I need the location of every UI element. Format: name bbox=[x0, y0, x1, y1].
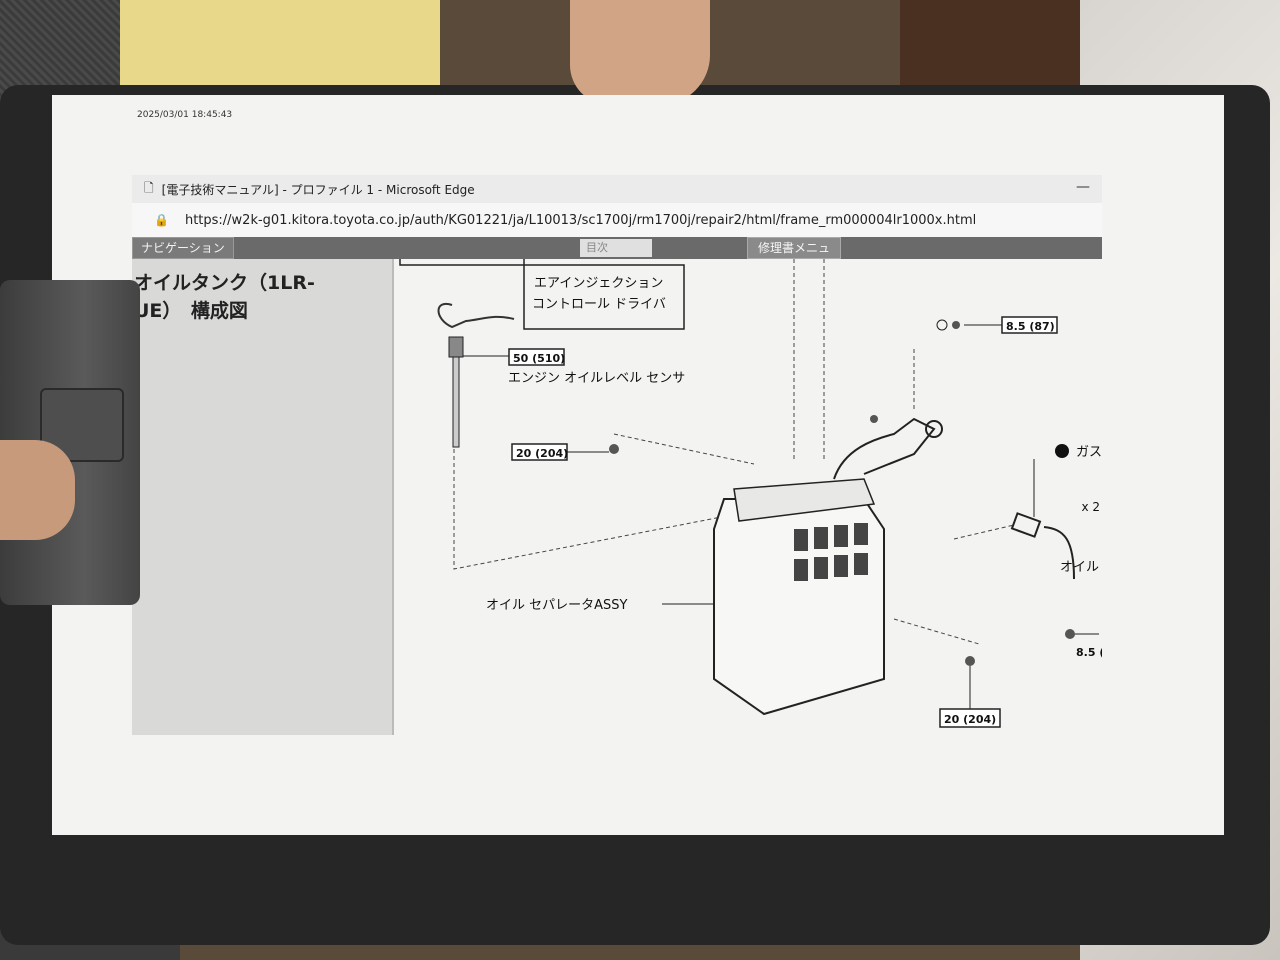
browser-window: 🗋 [電子技術マニュアル] - プロファイル 1 - Microsoft Edg… bbox=[132, 175, 1115, 735]
dash-line-7 bbox=[893, 618, 980, 645]
torque-box-t1 bbox=[508, 348, 565, 366]
label-oil-level-sensor: エンジン オイルレベル センサ bbox=[508, 371, 685, 386]
separator-pipe bbox=[833, 417, 936, 480]
torque-t3: 8.5 (87) bbox=[1006, 320, 1055, 333]
label-oil-pipe: オイル bbox=[1060, 560, 1099, 575]
label-control-driver: コントロール ドライバ bbox=[532, 297, 666, 312]
printed-page: 2025/03/01 18:45:43 🗋 [電子技術マニュアル] - プロファ… bbox=[52, 95, 1224, 835]
torque-t2: 20 (204) bbox=[516, 447, 568, 460]
label-oil-separator: オイル セパレータASSY bbox=[486, 598, 628, 613]
dash-line-6 bbox=[953, 524, 1015, 540]
vent bbox=[814, 557, 828, 579]
vent bbox=[854, 553, 868, 575]
minimize-button[interactable]: — bbox=[1076, 179, 1090, 195]
bolt-t5 bbox=[965, 656, 975, 666]
torque-box-t5 bbox=[939, 708, 1001, 728]
gasket-marker-icon bbox=[1055, 444, 1069, 458]
gasket-part bbox=[1010, 512, 1042, 538]
label-x2: x 2 bbox=[1081, 500, 1100, 514]
title-bar: 🗋 [電子技術マニュアル] - プロファイル 1 - Microsoft Edg… bbox=[132, 175, 1102, 203]
driver-box bbox=[399, 259, 685, 330]
vent bbox=[794, 559, 808, 581]
print-timestamp: 2025/03/01 18:45:43 bbox=[137, 110, 233, 120]
separator-vents bbox=[794, 523, 868, 581]
url-text[interactable]: https://w2k-g01.kitora.toyota.co.jp/auth… bbox=[184, 212, 977, 228]
document-icon: 🗋 bbox=[144, 180, 154, 195]
navigation-sidebar: オイルタンク（1LR- UE） 構成図 bbox=[132, 259, 394, 735]
window-title: [電子技術マニュアル] - プロファイル 1 - Microsoft Edge bbox=[161, 182, 475, 197]
parts-diagram: エアインジェクション コントロール ドライバ 50 (510) エンジン オイル… bbox=[394, 259, 1115, 735]
oil-pipe-part bbox=[1043, 526, 1075, 580]
oil-separator-top bbox=[733, 478, 876, 522]
hand-top bbox=[570, 0, 710, 105]
bolt-t4 bbox=[1065, 629, 1075, 639]
dash-line-1 bbox=[613, 433, 755, 465]
frame-tabs-bar: ナビゲーション 目次 修理書メニュ bbox=[132, 237, 1102, 259]
pipe-fitting bbox=[925, 420, 943, 438]
bolt-t3 bbox=[952, 321, 960, 329]
thumb bbox=[0, 440, 75, 540]
sensor-connector bbox=[437, 302, 515, 329]
parts-diagram-svg: エアインジェクション コントロール ドライバ 50 (510) エンジン オイル… bbox=[399, 259, 1115, 728]
page-title-line1: オイルタンク（1LR- bbox=[134, 272, 315, 294]
washer-t3 bbox=[936, 319, 948, 331]
vent bbox=[854, 523, 868, 545]
dash-line-2 bbox=[453, 449, 815, 570]
vent bbox=[834, 525, 848, 547]
vent bbox=[834, 555, 848, 577]
page-title-line2: UE） 構成図 bbox=[134, 300, 248, 322]
torque-t5: 20 (204) bbox=[944, 713, 996, 726]
label-gasket: ガスケ bbox=[1076, 445, 1102, 460]
sensor-body bbox=[448, 336, 464, 358]
page-title: オイルタンク（1LR- UE） 構成図 bbox=[134, 269, 384, 325]
vent bbox=[794, 529, 808, 551]
torque-t1: 50 (510) bbox=[513, 352, 565, 365]
torque-t4: 8.5 ( bbox=[1076, 646, 1102, 659]
tab-repair-menu[interactable]: 修理書メニュ bbox=[747, 237, 842, 259]
tab-navigation[interactable]: ナビゲーション bbox=[132, 237, 234, 259]
pipe-bolt bbox=[870, 415, 878, 423]
label-air-injection: エアインジェクション bbox=[534, 276, 663, 291]
address-bar[interactable]: 🔒 https://w2k-g01.kitora.toyota.co.jp/au… bbox=[132, 203, 1102, 238]
bolt-t2 bbox=[609, 444, 619, 454]
vent bbox=[814, 527, 828, 549]
sensor-rod bbox=[452, 356, 460, 448]
tab-contents[interactable]: 目次 bbox=[580, 239, 652, 257]
lock-icon: 🔒 bbox=[154, 213, 169, 227]
